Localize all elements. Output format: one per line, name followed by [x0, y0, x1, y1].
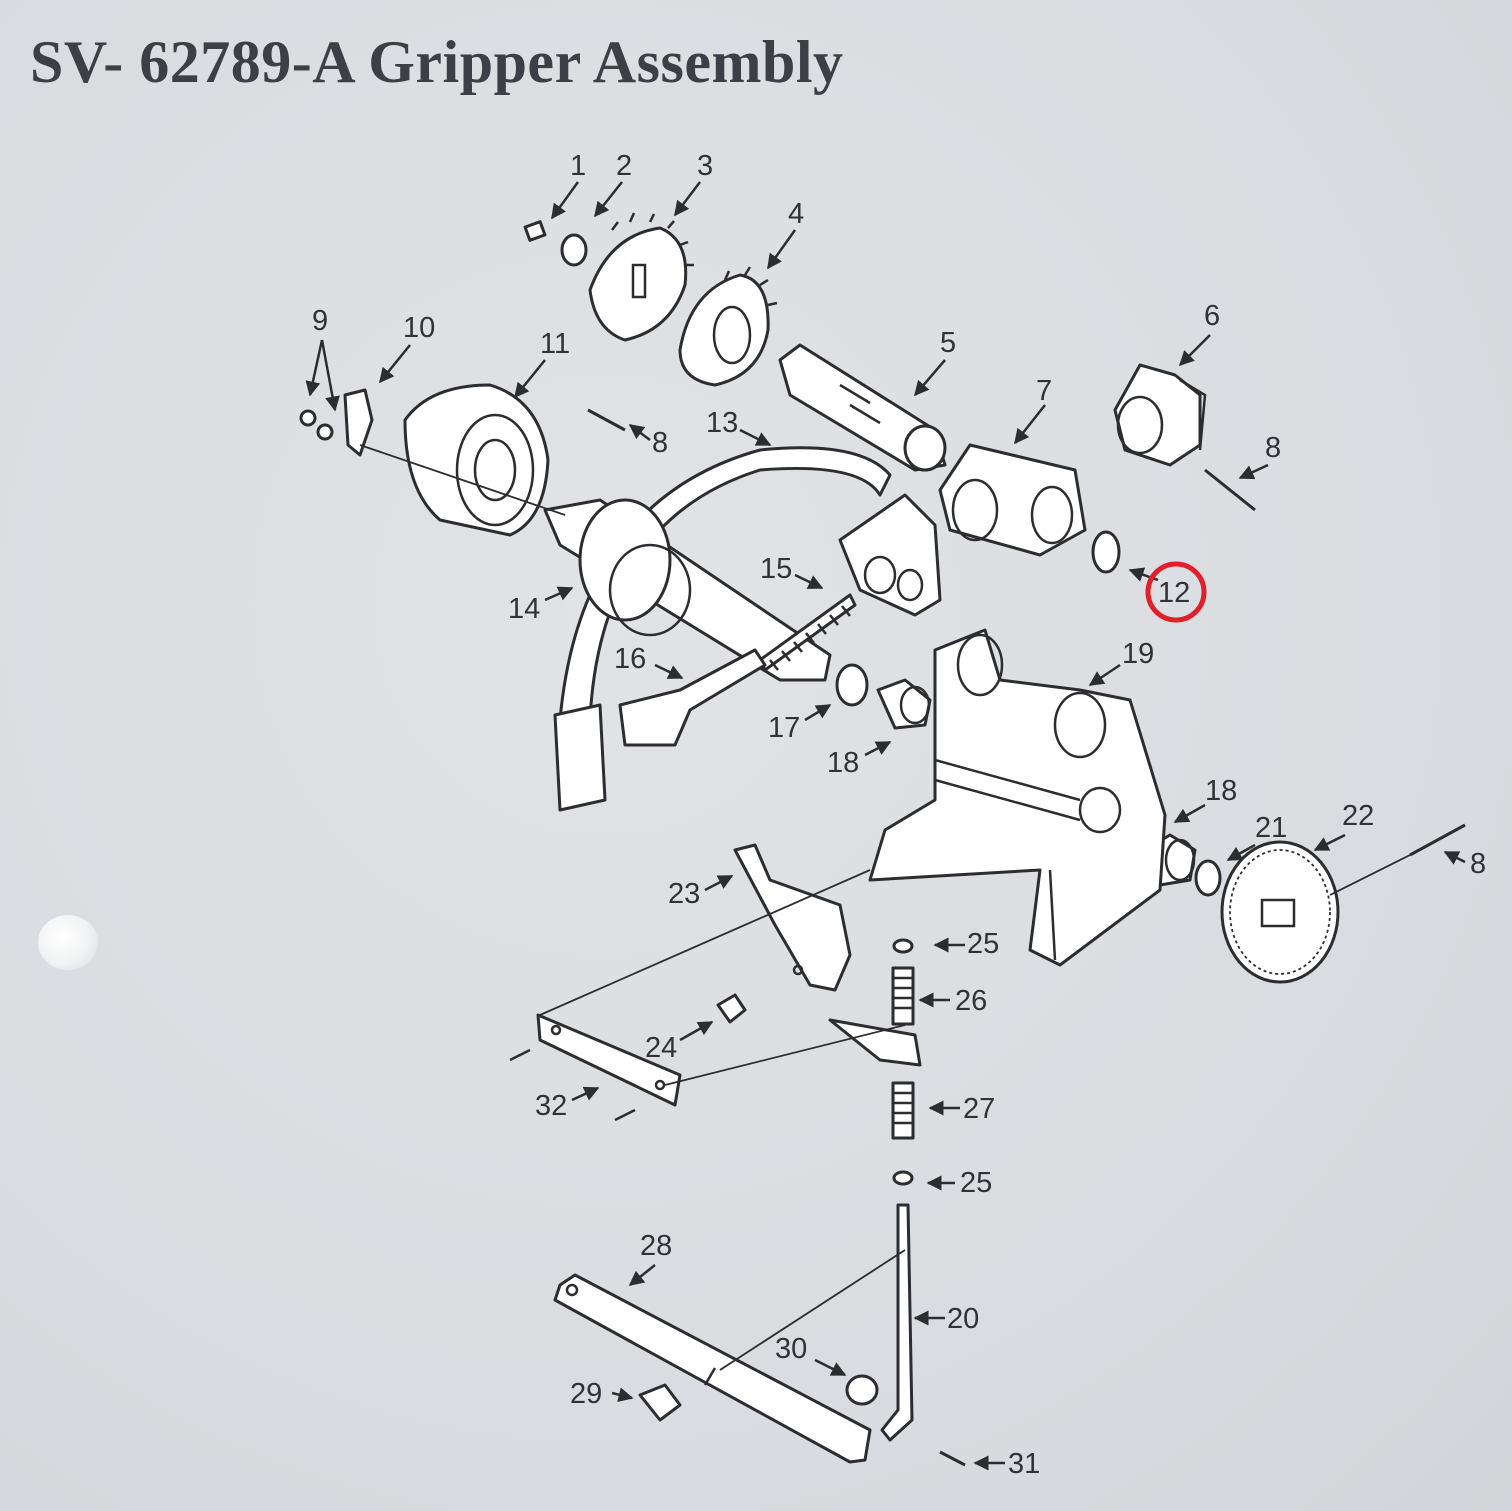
- part-gear: [678, 266, 778, 387]
- callout-27: 27: [963, 1093, 995, 1125]
- part-shaft-housing: [778, 343, 947, 472]
- part-pin: [1204, 468, 1256, 512]
- callout-25a: 25: [967, 928, 999, 960]
- callout-17: 17: [768, 712, 800, 744]
- part-large-gear: [1220, 840, 1340, 984]
- callout-25b: 25: [960, 1167, 992, 1199]
- part-spring: [891, 1081, 915, 1140]
- part-pin: [587, 408, 626, 432]
- callout-18b: 18: [1205, 775, 1237, 807]
- page-title: SV- 62789-A Gripper Assembly: [30, 29, 844, 95]
- part-mount-bar: [509, 1013, 682, 1122]
- callout-32: 32: [535, 1090, 567, 1122]
- callout-8c: 8: [1470, 848, 1486, 880]
- callout-1: 1: [570, 150, 586, 182]
- callout-arrows: [305, 181, 1466, 1471]
- callout-13: 13: [706, 407, 738, 439]
- part-main-frame: [868, 628, 1167, 967]
- part-lever-plate: [733, 843, 852, 992]
- callout-30: 30: [775, 1333, 807, 1365]
- highlight-circle-12: [1145, 561, 1207, 623]
- callout-4: 4: [788, 198, 804, 230]
- callout-16: 16: [614, 643, 646, 675]
- part-screw: [523, 220, 547, 242]
- callout-12: 12: [1158, 577, 1190, 609]
- callout-29: 29: [570, 1378, 602, 1410]
- callout-18a: 18: [827, 747, 859, 779]
- callout-24: 24: [645, 1032, 677, 1064]
- part-block: [938, 443, 1087, 557]
- part-screws: [299, 409, 334, 441]
- part-washer: [835, 663, 869, 707]
- part-knob: [716, 993, 747, 1024]
- part-clip: [343, 388, 374, 457]
- callout-20: 20: [947, 1303, 979, 1335]
- part-drive-shaft: [543, 498, 832, 682]
- callout-22: 22: [1342, 800, 1374, 832]
- callout-3: 3: [697, 150, 713, 182]
- part-star-washer: [1091, 530, 1121, 574]
- part-e-clip: [892, 1170, 914, 1186]
- callout-11: 11: [540, 328, 570, 360]
- part-gripper-housing: [403, 383, 550, 537]
- callout-23: 23: [668, 878, 700, 910]
- callout-14: 14: [508, 593, 540, 625]
- part-washer: [1194, 859, 1222, 897]
- callout-8a: 8: [652, 427, 668, 459]
- punch-hole: [38, 915, 98, 970]
- part-rod: [618, 648, 767, 747]
- callout-21: 21: [1255, 812, 1287, 844]
- callout-15: 15: [760, 553, 792, 585]
- part-e-clip: [892, 938, 914, 954]
- callout-7: 7: [1036, 375, 1052, 407]
- callout-9: 9: [312, 305, 328, 337]
- callout-31: 31: [1008, 1448, 1040, 1480]
- assembly-lines: [359, 444, 1411, 1371]
- callout-6: 6: [1204, 300, 1220, 332]
- callout-19: 19: [1122, 638, 1154, 670]
- callout-10: 10: [403, 312, 435, 344]
- part-vertical-rod: [880, 1203, 914, 1442]
- part-bushing: [845, 1374, 879, 1406]
- callout-labels: 1 2 3 4 5 6 7 8 8 8 9 10 11 12 13 14 15 …: [312, 150, 1486, 1480]
- part-washer: [560, 233, 588, 267]
- part-cam-gear: [588, 212, 694, 342]
- part-screw: [939, 1450, 966, 1467]
- part-bracket: [1113, 363, 1207, 467]
- part-pin: [1409, 823, 1466, 857]
- callout-28: 28: [640, 1230, 672, 1262]
- callout-2: 2: [616, 150, 632, 182]
- callout-8b: 8: [1265, 432, 1281, 464]
- part-nut: [638, 1383, 682, 1422]
- part-link: [828, 1018, 922, 1067]
- part-bushing: [876, 678, 932, 730]
- part-long-lever: [553, 1273, 872, 1464]
- callout-5: 5: [940, 327, 956, 359]
- part-spring: [891, 966, 915, 1026]
- callout-26: 26: [955, 985, 987, 1017]
